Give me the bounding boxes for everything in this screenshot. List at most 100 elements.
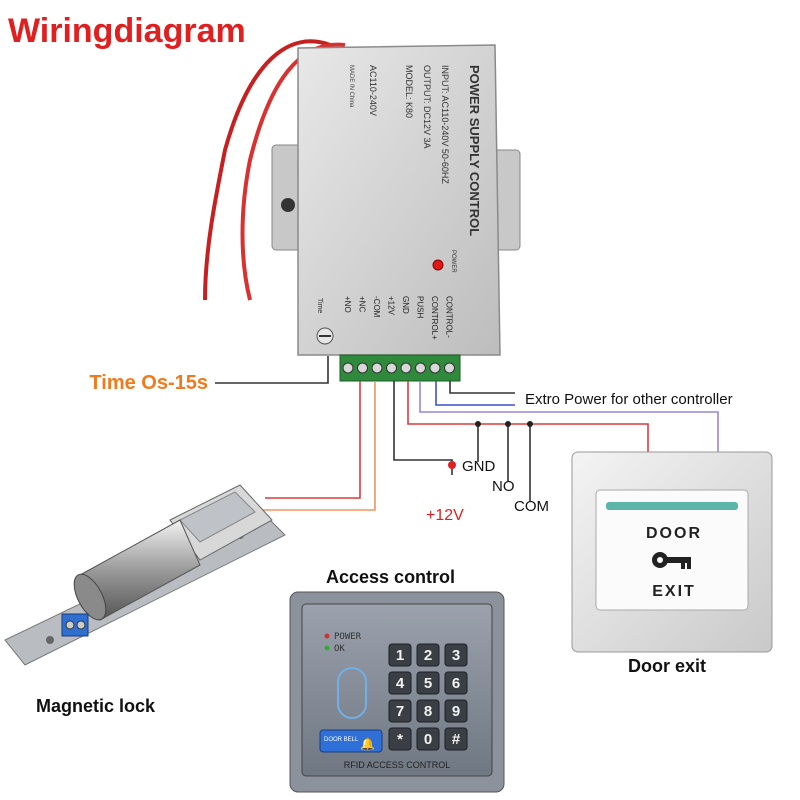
terminal-screw-icon[interactable] (357, 362, 368, 374)
keypad-key[interactable] (444, 699, 468, 723)
terminal-label: CONTROL- (445, 296, 454, 338)
time-knob-label: Time (316, 298, 323, 313)
keypad-led-power: POWER (334, 632, 362, 642)
keypad-key[interactable] (388, 643, 412, 667)
keypad-key-label: # (452, 731, 461, 748)
terminal-screw-icon[interactable] (444, 362, 455, 374)
terminal-screw-icon[interactable] (429, 362, 441, 374)
bracket-hole-icon (281, 198, 295, 212)
keypad-ok-led-icon (324, 645, 330, 651)
lock-wire-com (262, 381, 376, 511)
psu-heading: POWER SUPPLY CONTROL (467, 65, 482, 236)
terminal-label: CONTROL+ (430, 296, 439, 340)
terminal-label: -COM (372, 296, 381, 318)
door-exit-button: DOOR EXIT (571, 451, 773, 653)
keypad-key[interactable] (416, 699, 440, 723)
keypad-key[interactable] (444, 727, 468, 751)
keypad-key-label: 6 (452, 675, 460, 692)
screw-icon (46, 636, 54, 644)
keypad-key[interactable] (444, 643, 468, 667)
psu-case (297, 44, 501, 356)
exit-button-face[interactable] (595, 489, 749, 611)
keypad-power-led-icon (324, 633, 330, 639)
junction-dot-icon (527, 421, 533, 427)
keypad-key-label: 4 (396, 675, 405, 692)
plus12v-label: +12V (426, 507, 464, 524)
terminal-screw-icon[interactable] (386, 362, 397, 374)
exit-exit-text: EXIT (652, 583, 696, 600)
extro-power-label: Extro Power for other controller (525, 391, 733, 408)
keypad-keys: 1 2 3 4 5 6 7 8 9 * 0 # (388, 643, 468, 751)
screw-icon (76, 620, 86, 630)
terminal-label: GND (401, 296, 410, 314)
junction-dot-icon (505, 421, 511, 427)
bell-icon: 🔔 (360, 737, 375, 751)
time-pointer-line (215, 356, 329, 384)
lock-label-panel (179, 491, 256, 543)
terminal-screw-icon[interactable] (415, 362, 426, 374)
terminal-label: +12V (387, 296, 396, 316)
diagram-title: Wiringdiagram (8, 12, 246, 50)
keypad-key[interactable] (416, 671, 440, 695)
terminal-labels: +NO +NC -COM +12V GND PUSH CONTROL+ CONTROL- (343, 296, 454, 340)
no-label: NO (492, 478, 515, 495)
terminal-screw-icon[interactable] (342, 362, 354, 374)
screw-icon (65, 620, 75, 630)
com-label: COM (514, 498, 549, 515)
access-control-label: Access control (326, 567, 455, 587)
magnetic-lock (4, 484, 286, 666)
keypad-footer: RFID ACCESS CONTROL (344, 760, 451, 770)
keypad-led-ok: OK (334, 644, 345, 654)
psu-input: INPUT: AC110-240V 50-60HZ (440, 65, 450, 184)
keypad-key-label: 9 (452, 703, 460, 720)
magnetic-lock-label: Magnetic lock (36, 696, 156, 716)
time-range-label: Time Os-15s (89, 372, 208, 394)
mains-wire-1 (203, 39, 331, 301)
keypad-key-label: 2 (424, 647, 432, 664)
terminal-screw-icon[interactable] (400, 362, 412, 374)
psu-output: OUTPUT: DC12V 3A (422, 65, 432, 149)
terminal-label: +NO (343, 296, 352, 313)
door-bell-button[interactable] (319, 729, 383, 753)
access-control-keypad: POWER OK DOOR BELL 🔔 1 2 3 4 5 6 7 8 9 * 0 # RFID A… (289, 591, 505, 793)
psu-model: MODEL: K80 (404, 65, 414, 118)
terminal-screw-icon[interactable] (371, 362, 383, 374)
plus12v-dot-icon (448, 461, 456, 469)
power-supply-unit: POWER SUPPLY CONTROL INPUT: AC110-240V 5… (203, 39, 521, 382)
control-minus-wire (449, 381, 515, 394)
door-bell-label: DOOR BELL (324, 737, 359, 743)
wires (215, 356, 719, 511)
power-led-label: POWER (450, 250, 456, 273)
keypad-key-label: 7 (396, 703, 404, 720)
plus12v-wire (393, 381, 453, 475)
keypad-key-label: 1 (396, 647, 404, 664)
keypad-key[interactable] (388, 699, 412, 723)
lock-terminal (61, 613, 89, 637)
keypad-key-label: 3 (452, 647, 460, 664)
cylinder-end (73, 573, 107, 621)
keypad-key[interactable] (416, 643, 440, 667)
keypad-key-label: 0 (424, 731, 432, 748)
keypad-key-label: 5 (424, 675, 432, 692)
psu-voltage: AC110-240V (368, 65, 378, 116)
keypad-key-label: 8 (424, 703, 432, 720)
gnd-label: GND (462, 458, 496, 475)
terminal-screws (342, 362, 455, 374)
keypad-key-label: * (397, 731, 403, 748)
key-icon (652, 552, 691, 569)
junction-dot-icon (475, 421, 481, 427)
terminal-label: PUSH (416, 296, 425, 318)
control-plus-wire (435, 381, 515, 406)
rfid-logo-icon (337, 667, 367, 719)
psu-made-in: MADE IN China (348, 65, 354, 108)
power-led-icon (432, 259, 444, 271)
keypad-key[interactable] (444, 671, 468, 695)
keypad-key[interactable] (388, 727, 412, 751)
keypad-key[interactable] (416, 727, 440, 751)
exit-door-text: DOOR (646, 525, 702, 542)
push-wire (419, 381, 719, 452)
exit-indicator-strip (606, 502, 738, 510)
keypad-key[interactable] (388, 671, 412, 695)
terminal-label: +NC (358, 296, 367, 312)
